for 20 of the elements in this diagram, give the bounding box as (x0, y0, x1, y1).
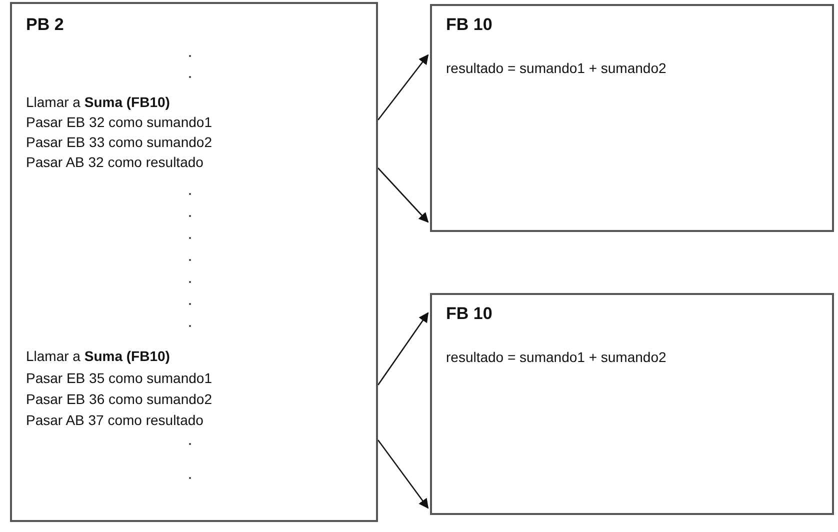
program-block-box (10, 2, 378, 522)
block-title: PB 2 (26, 14, 64, 36)
arrow (377, 54, 429, 120)
function-block-box (430, 4, 834, 232)
arrow (377, 312, 429, 386)
block-title: FB 10 (446, 303, 492, 325)
instruction-text: Pasar EB 32 como sumando1 (26, 113, 212, 132)
instruction-text: Pasar EB 36 como sumando2 (26, 390, 212, 409)
instruction-text: Llamar a Suma (FB10) (26, 347, 170, 366)
arrow (377, 440, 429, 509)
instruction-text: Pasar AB 37 como resultado (26, 411, 204, 430)
instruction-text: Llamar a Suma (FB10) (26, 93, 170, 112)
instruction-text: Pasar EB 35 como sumando1 (26, 369, 212, 388)
instruction-text: Pasar AB 32 como resultado (26, 153, 204, 172)
block-title: FB 10 (446, 14, 492, 36)
formula-text: resultado = sumando1 + sumando2 (446, 348, 666, 367)
function-block-box (430, 293, 834, 515)
formula-text: resultado = sumando1 + sumando2 (446, 59, 666, 78)
instruction-text: Pasar EB 33 como sumando2 (26, 133, 212, 152)
arrow (378, 168, 429, 223)
